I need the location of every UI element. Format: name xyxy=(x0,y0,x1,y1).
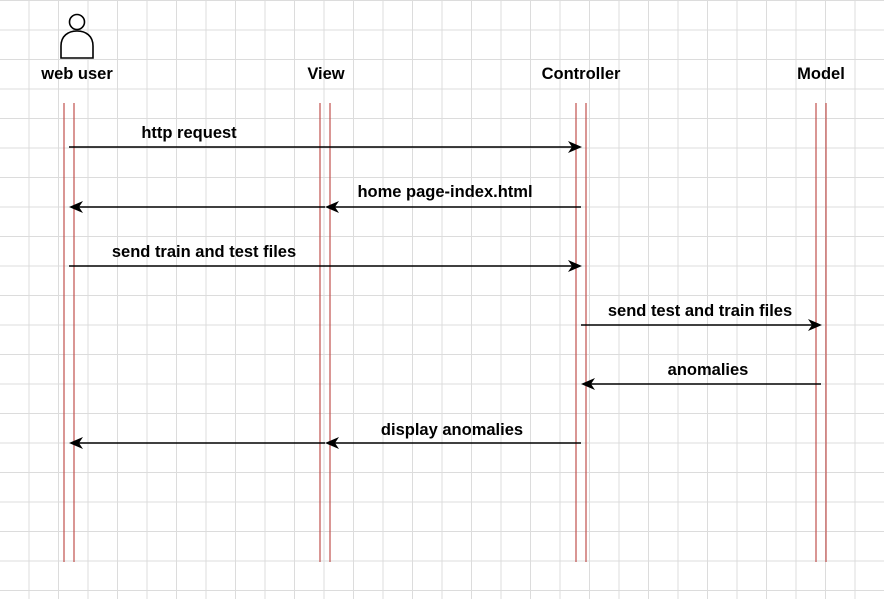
participant-label-view: View xyxy=(307,65,344,83)
lifeline-model xyxy=(815,103,827,562)
message-arrow-http-request xyxy=(69,141,582,153)
lifeline-controller xyxy=(575,103,587,562)
message-arrow-display-anomalies xyxy=(69,437,581,449)
message-label-send-train-test: send train and test files xyxy=(112,243,296,261)
message-label-send-test-train: send test and train files xyxy=(608,302,792,320)
lifeline-web-user xyxy=(63,103,75,562)
message-arrow-send-train-test xyxy=(69,260,582,272)
message-arrow-send-test-train xyxy=(581,319,822,331)
participant-label-web-user: web user xyxy=(40,65,113,83)
participant-label-model: Model xyxy=(797,65,845,83)
person-icon xyxy=(60,13,94,59)
message-label-display-anomalies: display anomalies xyxy=(381,421,523,439)
message-arrow-anomalies xyxy=(581,378,821,390)
message-label-home-page: home page-index.html xyxy=(357,183,532,201)
participant-label-controller: Controller xyxy=(542,65,621,83)
lifeline-view xyxy=(319,103,331,562)
message-arrow-home-page xyxy=(69,201,581,213)
message-label-http-request: http request xyxy=(141,124,237,142)
message-label-anomalies: anomalies xyxy=(668,361,749,379)
